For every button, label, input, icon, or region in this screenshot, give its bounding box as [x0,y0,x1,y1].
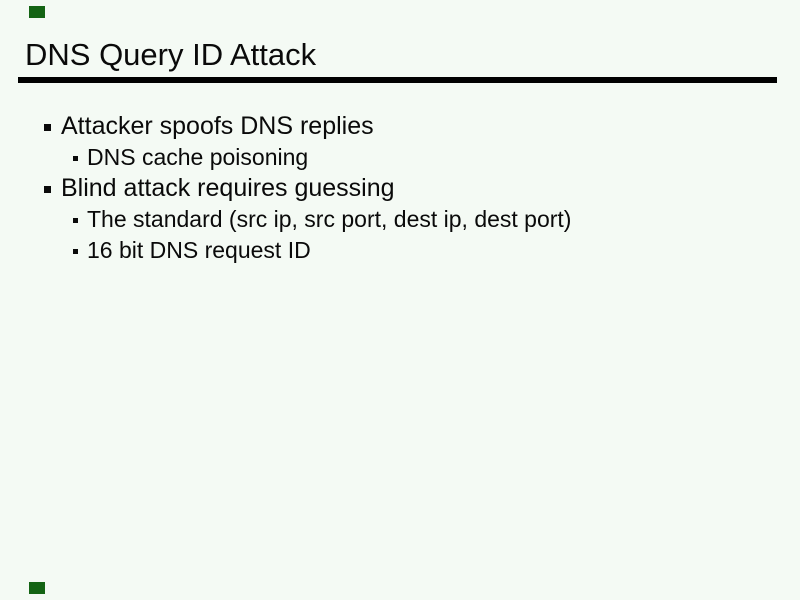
bullet-item-level2: The standard (src ip, src port, dest ip,… [0,204,800,235]
bullet-text: The standard (src ip, src port, dest ip,… [87,206,572,232]
bullet-text: Blind attack requires guessing [61,174,395,202]
bullet-item-level2: 16 bit DNS request ID [0,235,800,266]
bullet-square-icon [44,186,51,193]
bullet-text: 16 bit DNS request ID [87,237,311,263]
bullet-list: Attacker spoofs DNS replies DNS cache po… [0,111,800,266]
bullet-item-level1: Attacker spoofs DNS replies [0,111,800,142]
title-underline-rule [18,77,777,83]
bullet-square-icon [44,124,51,131]
corner-marker-bottom-icon [29,582,45,594]
bullet-text: DNS cache poisoning [87,144,309,170]
bullet-text: Attacker spoofs DNS replies [61,112,374,140]
bullet-item-level2: DNS cache poisoning [0,142,800,173]
bullet-square-icon [73,156,78,161]
bullet-square-icon [73,218,78,223]
corner-marker-top-icon [29,6,45,18]
bullet-item-level1: Blind attack requires guessing [0,173,800,204]
bullet-square-icon [73,249,78,254]
slide-title: DNS Query ID Attack [25,37,317,72]
